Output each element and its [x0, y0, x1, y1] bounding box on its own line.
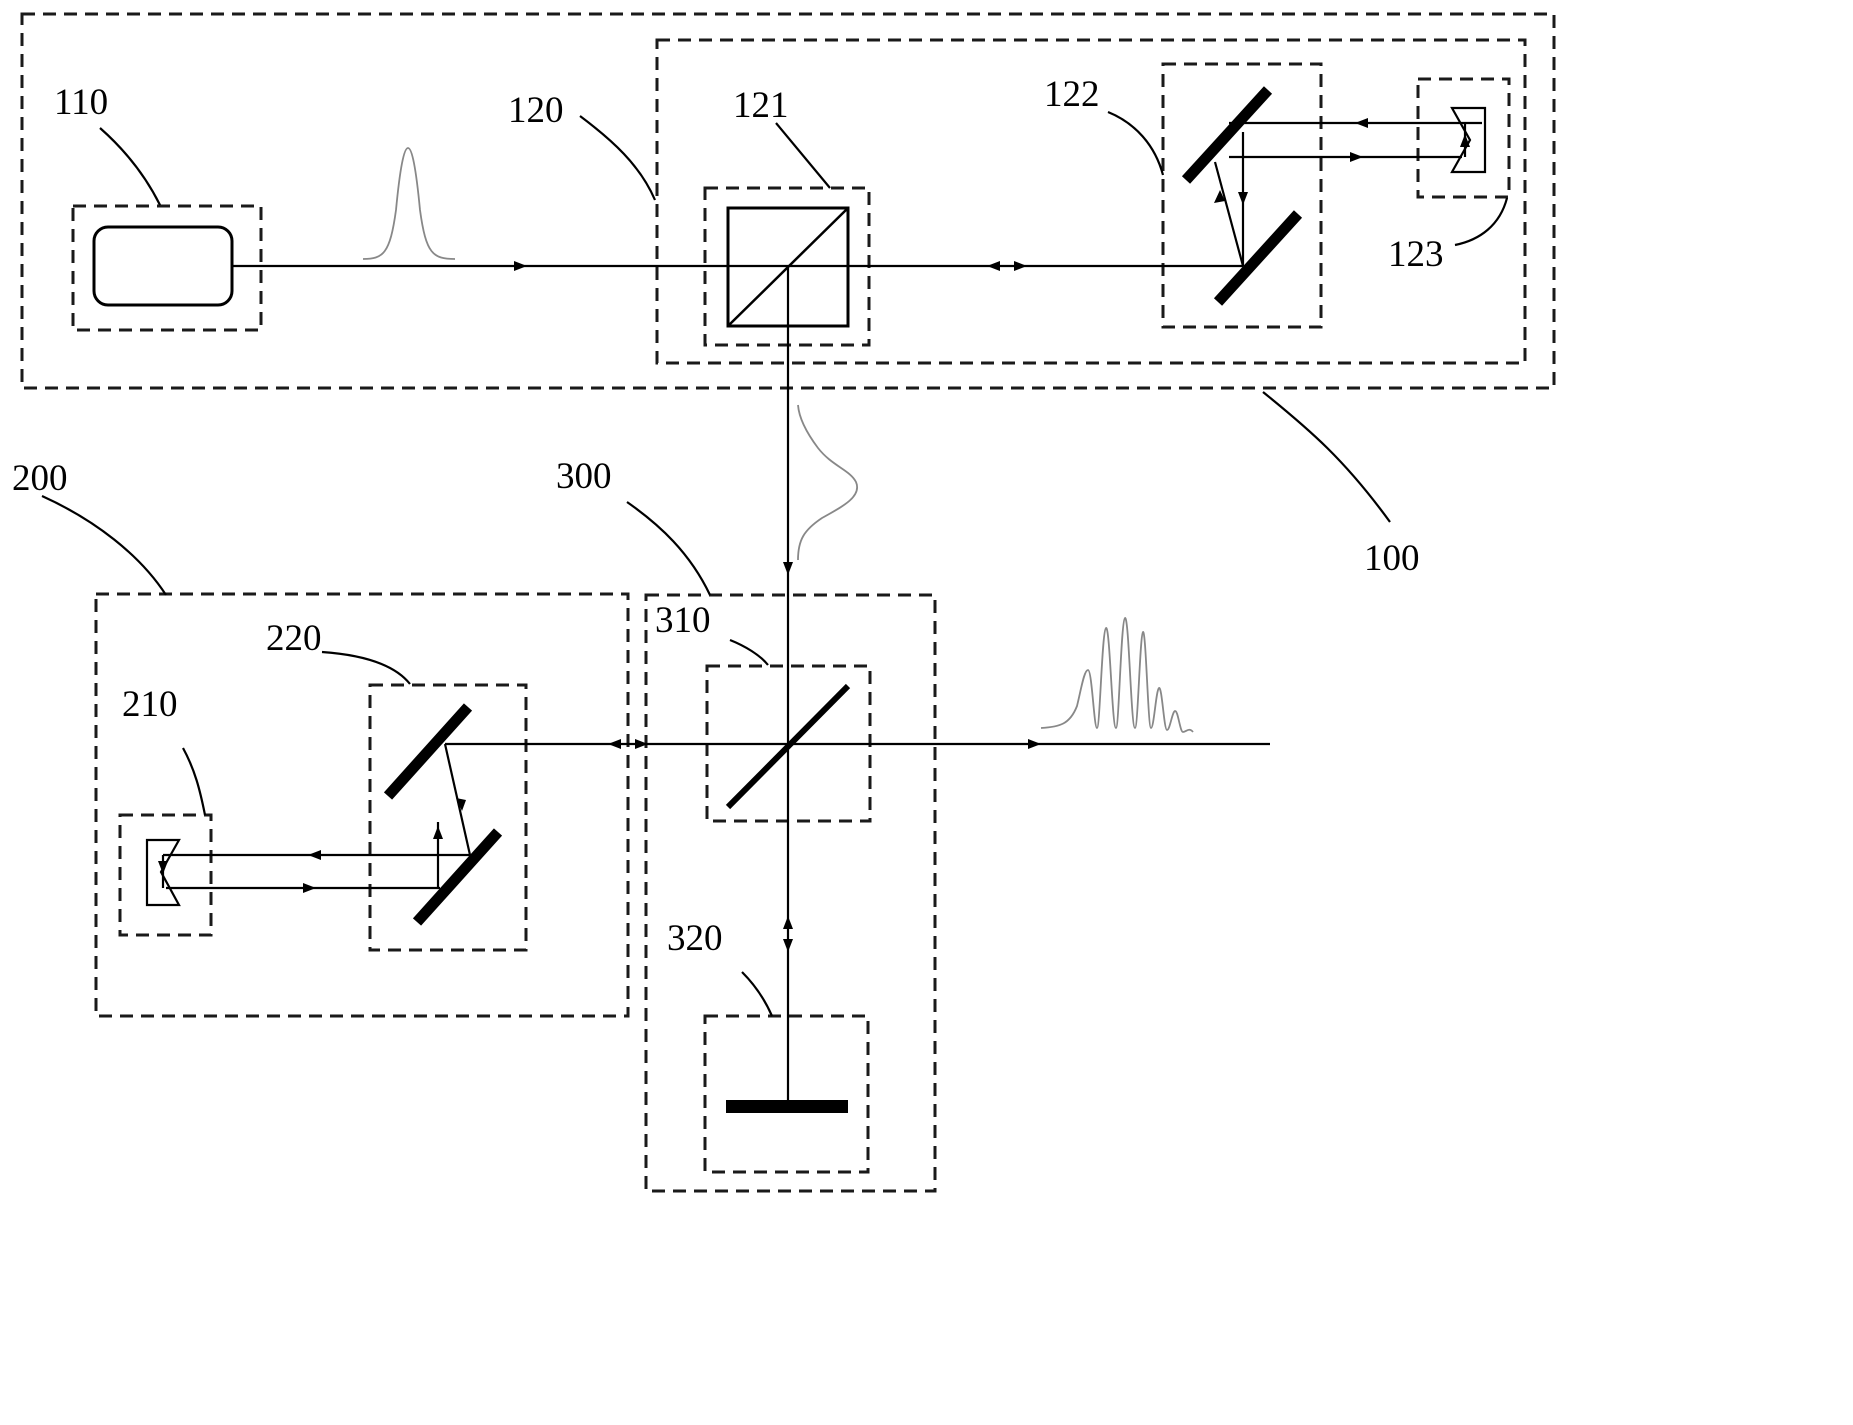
label-121: 121: [733, 85, 789, 126]
mirror-122-upper: [1181, 86, 1273, 184]
label-123: 123: [1388, 234, 1444, 275]
label-120: 120: [508, 90, 564, 131]
laser-source: [92, 225, 234, 307]
label-110: 110: [54, 82, 108, 123]
end-mirror-320: [726, 1100, 848, 1113]
label-122: 122: [1044, 74, 1100, 115]
leader-lines: [41, 110, 1509, 1017]
stretched-pulse-trace: [797, 404, 859, 561]
label-100: 100: [1364, 538, 1420, 579]
label-210: 210: [122, 684, 178, 725]
mirror-220-lower: [412, 828, 503, 926]
label-320: 320: [667, 918, 723, 959]
delay-module-200-box: [94, 592, 630, 1018]
output-pulse-train-trace: [1040, 617, 1194, 733]
input-pulse-trace: [362, 147, 456, 260]
label-200: 200: [12, 458, 68, 499]
stretcher-120-box: [655, 38, 1527, 365]
retroreflector-123-box: [1416, 77, 1511, 199]
label-220: 220: [266, 618, 322, 659]
optical-setup-diagram: 110 120 121 122 123 100 200 300 310 220 …: [12, 12, 1556, 1193]
label-310: 310: [655, 600, 711, 641]
retroreflector-123-prism: [1450, 106, 1487, 174]
end-mirror-320-box: [703, 1014, 870, 1174]
mirror-122-lower: [1213, 210, 1303, 306]
retroreflector-210-box: [118, 813, 213, 937]
beam-arrows: [158, 118, 1470, 952]
combiner-module-300-box: [644, 593, 937, 1193]
label-300: 300: [556, 456, 612, 497]
beam-paths: [161, 121, 1482, 1100]
mirror-220-upper: [383, 703, 473, 800]
source-110-box: [71, 204, 263, 332]
